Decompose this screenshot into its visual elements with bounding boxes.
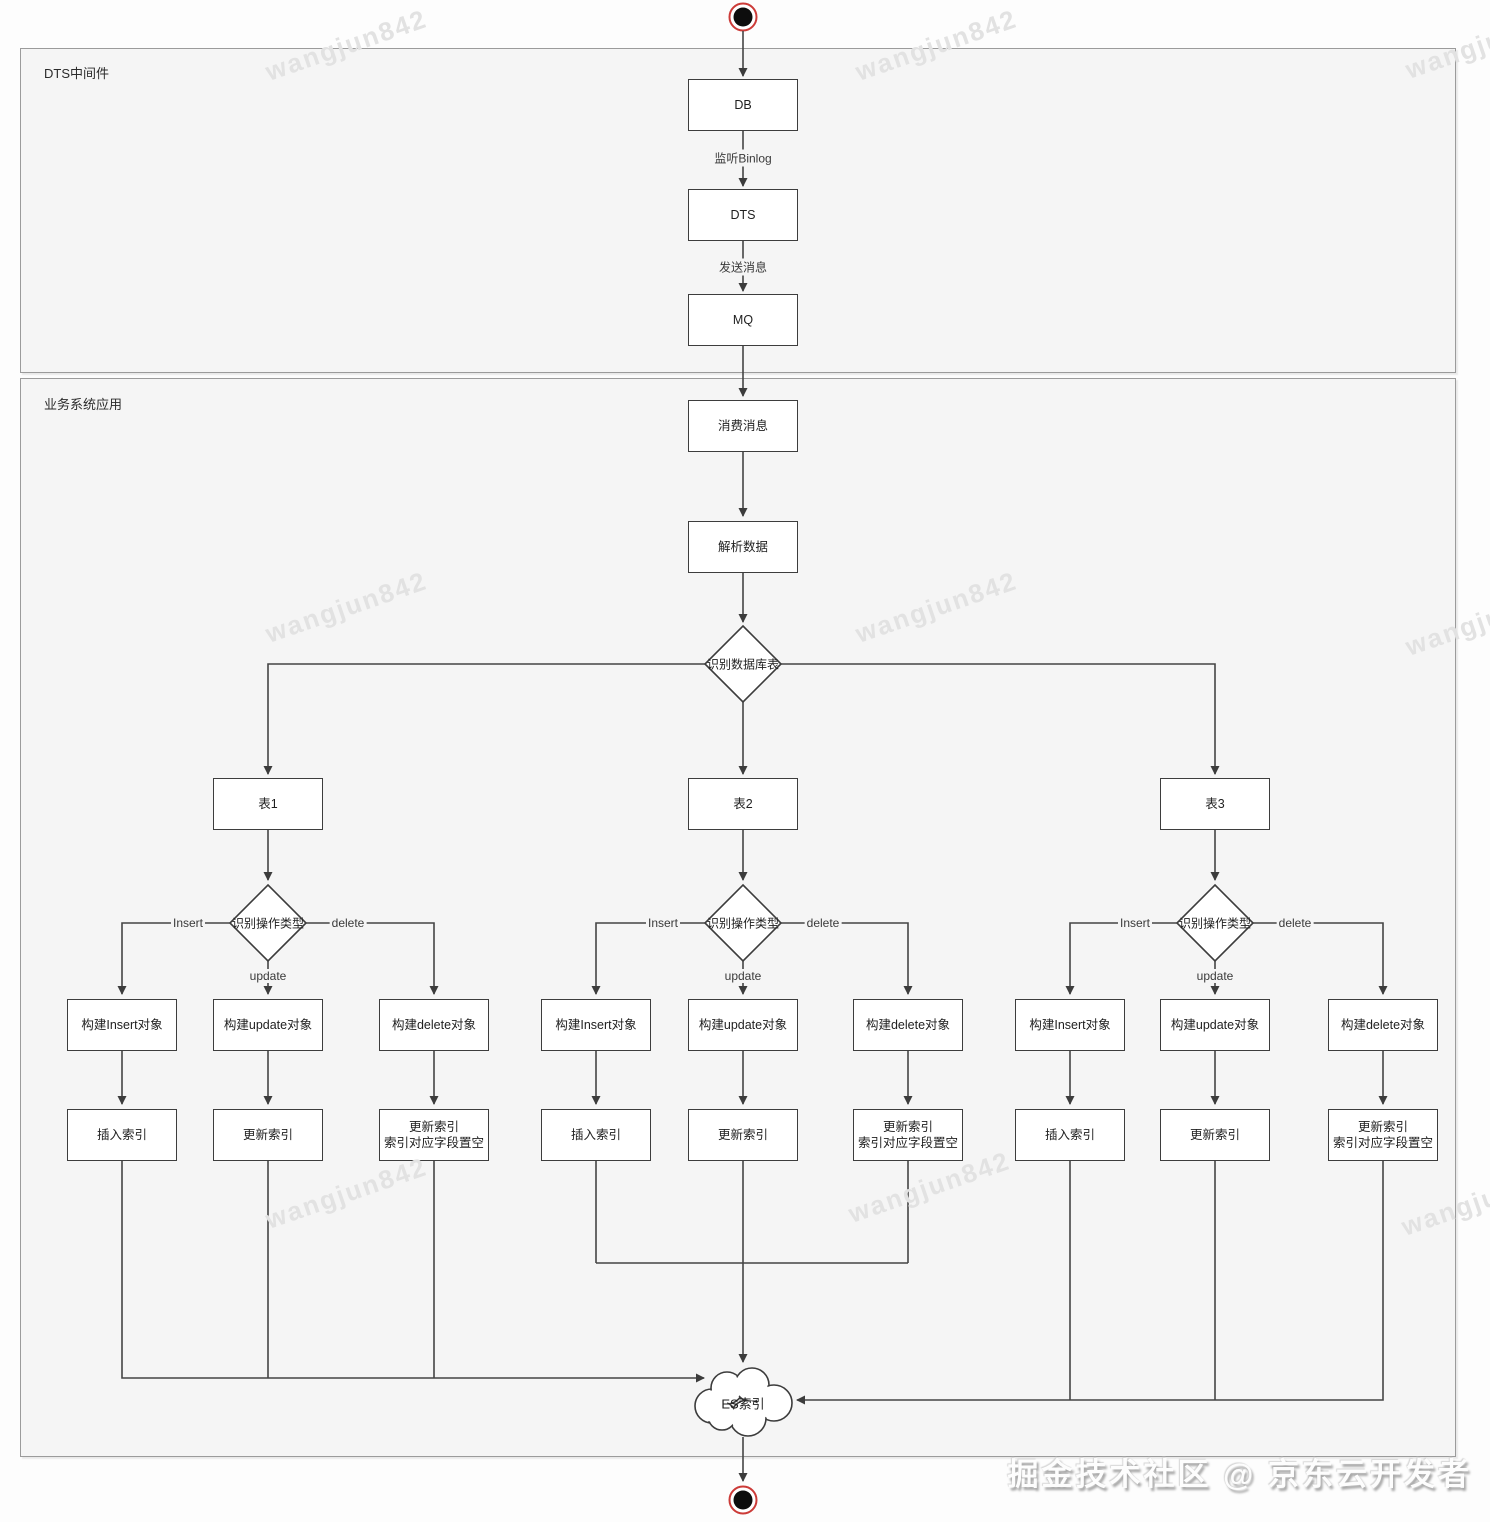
branch1-update-index-node: 更新索引 — [213, 1109, 323, 1161]
es-index-cloud — [694, 1367, 793, 1437]
container-business-app-label: 业务系统应用 — [44, 397, 123, 412]
branch3-update-index-node: 更新索引 — [1160, 1109, 1270, 1161]
branch3-connectors — [1065, 830, 1388, 1105]
branch2-connectors — [591, 830, 913, 1105]
node-mq: MQ — [688, 294, 798, 346]
node-parse: 解析数据 — [688, 521, 798, 573]
edge-label-send-message: 发送消息 — [716, 258, 770, 276]
branch1-delete-index-node: 更新索引 索引对应字段置空 — [379, 1109, 489, 1161]
start-node — [728, 2, 758, 32]
branch2-build-insert-node: 构建Insert对象 — [541, 999, 651, 1051]
branch1-edge-delete: delete — [329, 916, 367, 930]
branch3-edge-insert: Insert — [1117, 916, 1153, 930]
branch2-edge-delete: delete — [804, 916, 842, 930]
branch3-build-insert-node: 构建Insert对象 — [1015, 999, 1125, 1051]
branch2-update-index-node: 更新索引 — [688, 1109, 798, 1161]
branch3-build-delete-node: 构建delete对象 — [1328, 999, 1438, 1051]
branch2-build-delete-node: 构建delete对象 — [853, 999, 963, 1051]
branch1-table-node: 表1 — [213, 778, 323, 830]
branch1-connectors — [117, 830, 439, 1105]
branch2-decision-label: 识别操作类型 — [706, 916, 780, 931]
branch2-delete-index-node: 更新索引 索引对应字段置空 — [853, 1109, 963, 1161]
end-node — [728, 1485, 758, 1515]
branch3-delete-index-node: 更新索引 索引对应字段置空 — [1328, 1109, 1438, 1161]
node-dts: DTS — [688, 189, 798, 241]
branch2-edge-update: update — [722, 969, 764, 983]
identify-table-label: 识别数据库表 — [706, 657, 780, 672]
container-dts-middleware-label: DTS中间件 — [44, 66, 110, 81]
main-chain-connectors — [263, 31, 1220, 775]
branch2-table-node: 表2 — [688, 778, 798, 830]
branch3-table-node: 表3 — [1160, 778, 1270, 830]
branch1-build-insert-node: 构建Insert对象 — [67, 999, 177, 1051]
branch2-insert-index-node: 插入索引 — [541, 1109, 651, 1161]
node-consume: 消费消息 — [688, 400, 798, 452]
credit-text: 掘金技术社区 @ 京东云开发者 — [1007, 1457, 1472, 1492]
branch3-insert-index-node: 插入索引 — [1015, 1109, 1125, 1161]
branch3-build-update-node: 构建update对象 — [1160, 999, 1270, 1051]
branch1-build-delete-node: 构建delete对象 — [379, 999, 489, 1051]
branch2-build-update-node: 构建update对象 — [688, 999, 798, 1051]
node-db: DB — [688, 79, 798, 131]
branch1-build-update-node: 构建update对象 — [213, 999, 323, 1051]
converge-connectors — [121, 1161, 1384, 1405]
branch1-edge-update: update — [247, 969, 289, 983]
edge-label-listen-binlog: 监听Binlog — [712, 149, 774, 167]
branch1-edge-insert: Insert — [170, 916, 206, 930]
identify-table-diamond — [703, 624, 783, 704]
es-index-label: ES索引 — [721, 1396, 765, 1412]
branch3-decision-label: 识别操作类型 — [1178, 916, 1252, 931]
branch3-edge-delete: delete — [1276, 916, 1314, 930]
branch3-edge-update: update — [1194, 969, 1236, 983]
branch2-edge-insert: Insert — [645, 916, 681, 930]
branch1-decision-label: 识别操作类型 — [231, 916, 305, 931]
branch1-insert-index-node: 插入索引 — [67, 1109, 177, 1161]
